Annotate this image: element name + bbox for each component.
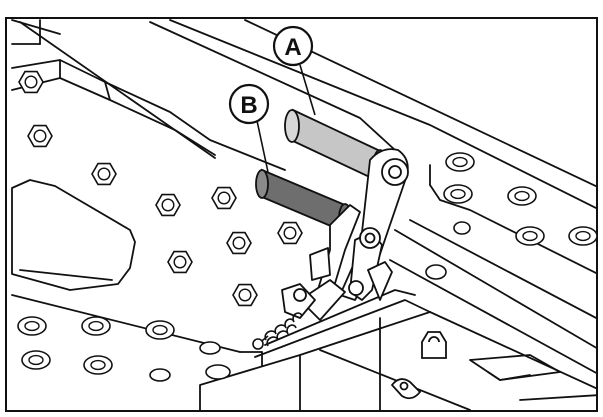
callout-a: A <box>272 25 314 67</box>
callout-b: B <box>228 83 270 125</box>
leader-lines <box>255 64 316 173</box>
callout-a-circle <box>272 25 314 67</box>
leader-line-a <box>299 64 316 116</box>
leader-line-b <box>255 115 269 173</box>
tension-spring <box>252 312 303 350</box>
callout-a-label: A <box>284 34 301 61</box>
pivot-arm <box>281 148 409 321</box>
bolt-pattern <box>17 70 598 382</box>
callout-b-circle <box>228 83 270 125</box>
callout-b-label: B <box>240 92 257 119</box>
top-panel <box>11 19 597 210</box>
raised-pad <box>11 179 136 291</box>
bottom-bracket <box>199 289 597 411</box>
main-panel <box>11 59 286 353</box>
bottom-bolts <box>390 331 448 400</box>
